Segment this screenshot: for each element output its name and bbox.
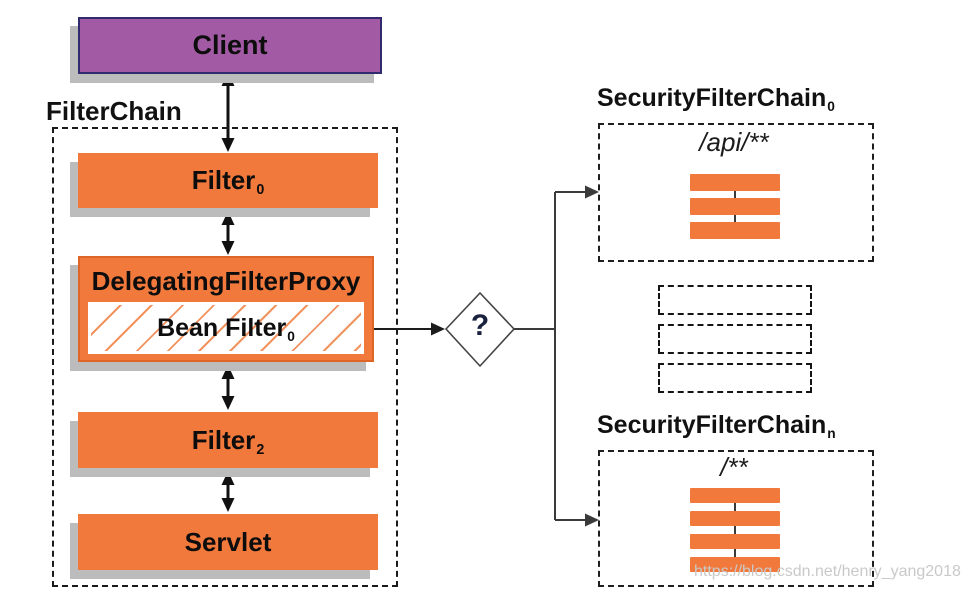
filterchain-dashed-box <box>52 127 398 587</box>
filter0-label: Filter0 <box>191 165 265 199</box>
security-filter-bar <box>690 488 780 503</box>
delegating-filter-proxy-box: DelegatingFilterProxy Bean Filter0 <box>78 256 374 362</box>
security-filter-bar <box>690 174 780 191</box>
watermark-text: https://blog.csdn.net/henry_yang2018 <box>694 563 961 580</box>
delegating-filter-proxy-label: DelegatingFilterProxy <box>91 265 361 296</box>
filter2-box: Filter2 <box>78 412 378 468</box>
routing-lines-decision-chains <box>514 185 599 527</box>
security-filter-chain-0-url-pattern: /api/** <box>699 127 769 157</box>
placeholder-chain-box <box>658 324 812 354</box>
filterchain-title: FilterChain <box>46 96 182 126</box>
security-filter-bar <box>690 222 780 239</box>
security-filter-chain-n-title: SecurityFilterChainn <box>597 411 836 442</box>
security-filter-chain-0-title: SecurityFilterChain0 <box>597 84 835 115</box>
filter2-label: Filter2 <box>191 424 265 458</box>
placeholder-chain-box <box>658 363 812 393</box>
security-filter-bar <box>690 511 780 526</box>
servlet-box: Servlet <box>78 514 378 570</box>
filter-connector-line <box>734 494 736 566</box>
security-filter-chain-n-box <box>598 450 874 587</box>
security-filter-chain-0-filters <box>690 174 780 239</box>
decision-question-label: ? <box>470 309 490 342</box>
servlet-label: Servlet <box>184 526 272 557</box>
client-label: Client <box>192 30 268 60</box>
client-box: Client <box>78 17 382 74</box>
security-filter-bar <box>690 557 780 572</box>
security-filter-bar <box>690 534 780 549</box>
bean-filter-box: Bean Filter0 <box>88 302 364 354</box>
security-filter-chain-n-url-pattern: /** <box>720 452 748 482</box>
filter0-box: Filter0 <box>78 153 378 208</box>
security-filter-bar <box>690 198 780 215</box>
security-filter-chain-0-box <box>598 123 874 262</box>
security-filter-chain-n-filters <box>690 488 780 572</box>
bean-filter-label: Bean Filter0 <box>157 313 295 344</box>
placeholder-chain-box <box>658 285 812 315</box>
